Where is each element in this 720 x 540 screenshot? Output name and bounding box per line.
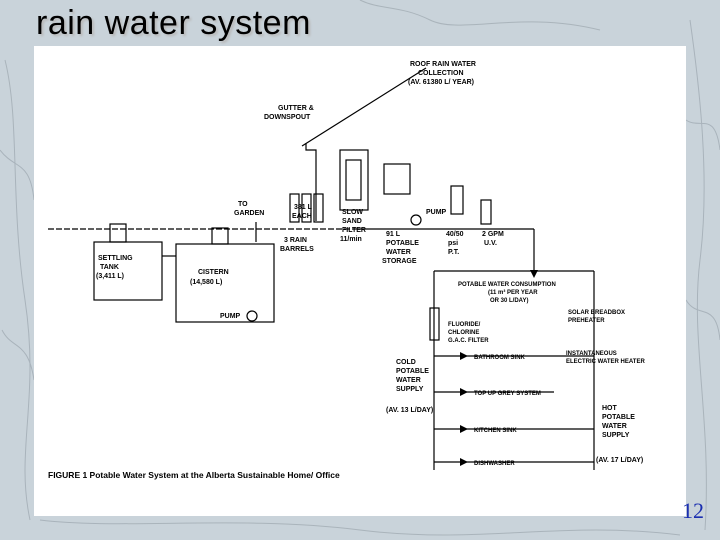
rain-barrel	[313, 193, 324, 223]
flow-uv-label: 2 GPM U.V.	[482, 231, 506, 247]
filter-inner	[345, 159, 362, 201]
cistern-label: CISTERN (14,580 L)	[190, 269, 231, 286]
cistern-pump-label: PUMP	[220, 313, 241, 320]
rain-water-system-diagram: ROOF RAIN WATER COLLECTION (AV. 61380 L/…	[48, 61, 645, 480]
slow-sand-filter-label: SLOW SAND FILTER 11/min	[340, 209, 368, 243]
solar-preheat-label: SOLAR BREADBOX PREHEATER	[568, 310, 627, 324]
pressure-tank-label: 40/50 psi P.T.	[446, 231, 465, 256]
top-pump-symbol	[410, 214, 422, 226]
barrel-each-label: 381 L EACH	[292, 204, 314, 220]
potable-storage-label: 91 L POTABLE WATER STORAGE	[382, 231, 421, 265]
settling-tank	[93, 241, 163, 301]
gutter-label: GUTTER & DOWNSPOUT	[264, 105, 316, 121]
rain-barrel	[289, 193, 300, 223]
figure-caption: FIGURE 1 Potable Water System at the Alb…	[48, 470, 340, 480]
potable-storage-tank	[383, 163, 411, 195]
kitchen-sink-label: KITCHEN SINK	[474, 428, 517, 434]
dishwasher-label: DISHWASHER	[474, 461, 515, 467]
roof-collection-label: ROOF RAIN WATER COLLECTION (AV. 61380 L/…	[408, 61, 478, 86]
hot-supply-label: HOT POTABLE WATER SUPPLY (AV. 17 L/DAY)	[596, 405, 643, 464]
settling-tank-label: SETTLING TANK (3,411 L)	[96, 255, 135, 280]
flow-arrow	[460, 388, 468, 396]
settling-tank-riser	[109, 223, 127, 243]
cistern-pump-symbol	[246, 310, 258, 322]
flow-arrow	[460, 425, 468, 433]
to-garden-label: TO GARDEN	[234, 201, 264, 217]
flow-arrow	[530, 270, 538, 278]
flow-arrow	[460, 352, 468, 360]
page-number: 12	[682, 498, 704, 523]
slow-sand-filter	[339, 149, 369, 211]
slide-title: rain water system	[36, 4, 311, 42]
rain-barrels-label: 3 RAIN BARRELS	[280, 237, 314, 253]
uv-unit	[480, 199, 492, 225]
consumption-label: POTABLE WATER CONSUMPTION (11 m³ PER YEA…	[458, 282, 557, 304]
downspout-pipe	[305, 143, 317, 221]
roof-line	[301, 67, 427, 147]
cold-supply-label: COLD POTABLE WATER SUPPLY (AV. 13 L/DAY)	[386, 359, 433, 414]
flow-arrow	[460, 458, 468, 466]
top-pump-label: PUMP	[426, 209, 447, 216]
gac-filter	[429, 307, 440, 341]
top-up-grey-label: TOP UP GREY SYSTEM	[474, 391, 541, 397]
cistern-riser	[211, 227, 229, 245]
bathroom-sink-label: BATHROOM SINK	[474, 355, 526, 361]
fluoride-filter-label: FLUORIDE/ CHLORINE G.A.C. FILTER	[448, 322, 489, 344]
rain-barrel	[301, 193, 312, 223]
diagram-panel	[34, 46, 686, 516]
instant-heater-label: INSTANTANEOUS ELECTRIC WATER HEATER	[566, 351, 645, 365]
pressure-tank	[450, 185, 464, 215]
